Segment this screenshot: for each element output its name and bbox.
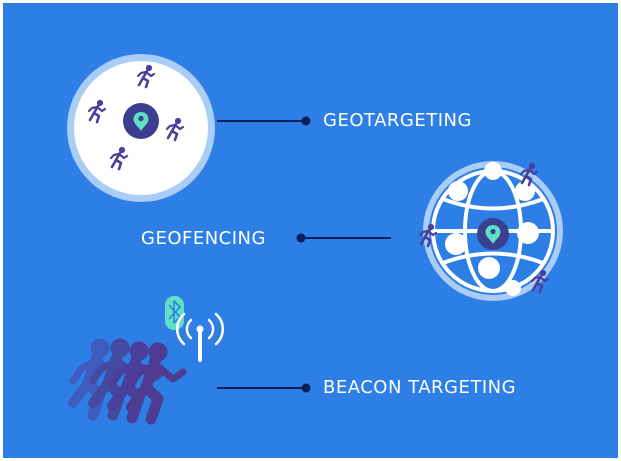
geotargeting-circle (67, 54, 215, 202)
signal-tower-icon (177, 314, 223, 360)
location-pin-icon (123, 103, 159, 139)
running-crowd-icon (73, 339, 183, 419)
beacon-targeting-connector (217, 384, 311, 393)
infographic-canvas: GEOTARGETING GEOFENCING BEACON TARGETING (3, 3, 618, 458)
network-globe-icon (420, 161, 563, 301)
geofencing-connector (297, 234, 392, 243)
geotargeting-connector (217, 117, 311, 126)
geofencing-label: GEOFENCING (141, 228, 266, 249)
infographic-graphics (3, 3, 618, 458)
geotargeting-label: GEOTARGETING (323, 110, 472, 131)
beacon-targeting-label: BEACON TARGETING (323, 377, 516, 398)
location-pin-icon (477, 218, 509, 250)
bluetooth-icon (165, 296, 184, 330)
